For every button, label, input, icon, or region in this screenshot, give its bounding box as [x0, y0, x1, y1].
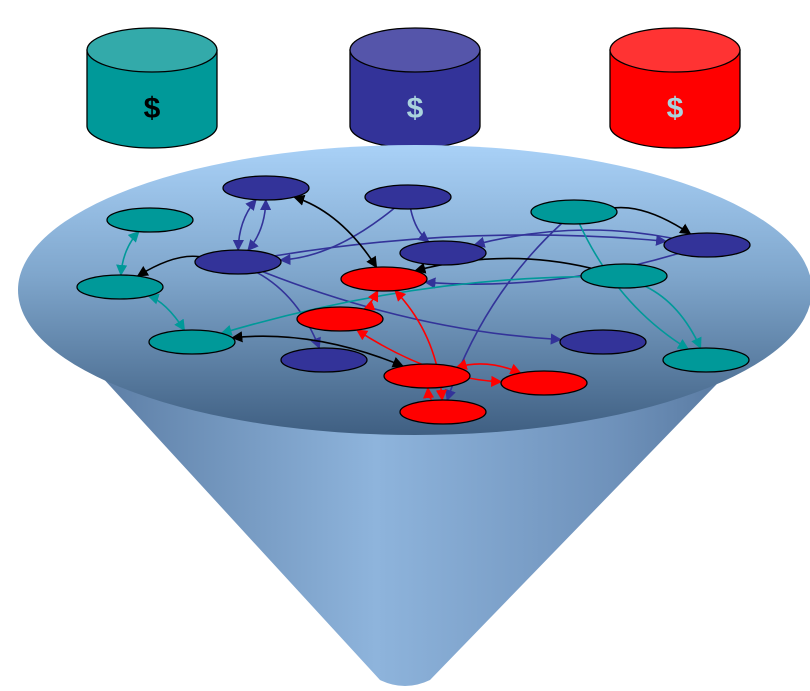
edge-b7-r1 — [424, 252, 678, 289]
db-red-dollar-label: $ — [667, 92, 684, 125]
db-red-cylinder: $ — [609, 27, 741, 149]
edge-b7-b4 — [473, 229, 672, 248]
edge-b2-t2 — [136, 255, 200, 277]
node-b1 — [222, 175, 310, 201]
edge-b1-r1 — [293, 194, 378, 269]
node-r5 — [399, 399, 487, 425]
edge-t5-t6 — [645, 285, 702, 350]
node-t2 — [76, 274, 164, 300]
db-teal-dollar-label: $ — [144, 92, 161, 125]
db-red-top — [609, 27, 741, 73]
node-b2 — [194, 249, 282, 275]
edge-b1-b2 — [232, 198, 257, 252]
database-group: $ $ $ — [86, 27, 741, 149]
db-blue-top — [349, 27, 481, 73]
edge-b3-b4 — [409, 208, 430, 243]
edge-t1-t2 — [116, 230, 140, 277]
network-edges — [116, 194, 702, 402]
node-r3 — [383, 363, 471, 389]
node-b4 — [399, 240, 487, 266]
edge-t2-t3 — [147, 293, 186, 332]
db-red-body — [609, 49, 741, 149]
node-b7 — [663, 232, 751, 258]
db-teal-body — [86, 49, 218, 149]
db-blue-dollar-label: $ — [407, 92, 424, 125]
db-blue-cylinder: $ — [349, 27, 481, 149]
node-t3 — [148, 329, 236, 355]
node-r1 — [340, 266, 428, 292]
node-b5 — [280, 347, 368, 373]
node-b6 — [559, 329, 647, 355]
node-t6 — [662, 347, 750, 373]
db-teal-cylinder: $ — [86, 27, 218, 149]
node-t5 — [580, 263, 668, 289]
edge-r4-r3 — [455, 359, 522, 375]
node-r2 — [296, 306, 384, 332]
node-b3 — [364, 184, 452, 210]
network-nodes — [76, 175, 751, 425]
node-t4 — [530, 199, 618, 225]
edge-t5-r1 — [414, 257, 592, 274]
edge-r5-r3 — [423, 386, 435, 401]
edge-t4-t6 — [578, 223, 690, 350]
node-t1 — [106, 207, 194, 233]
db-teal-top — [86, 27, 218, 73]
node-r4 — [500, 370, 588, 396]
edge-t4-b7 — [614, 206, 692, 235]
